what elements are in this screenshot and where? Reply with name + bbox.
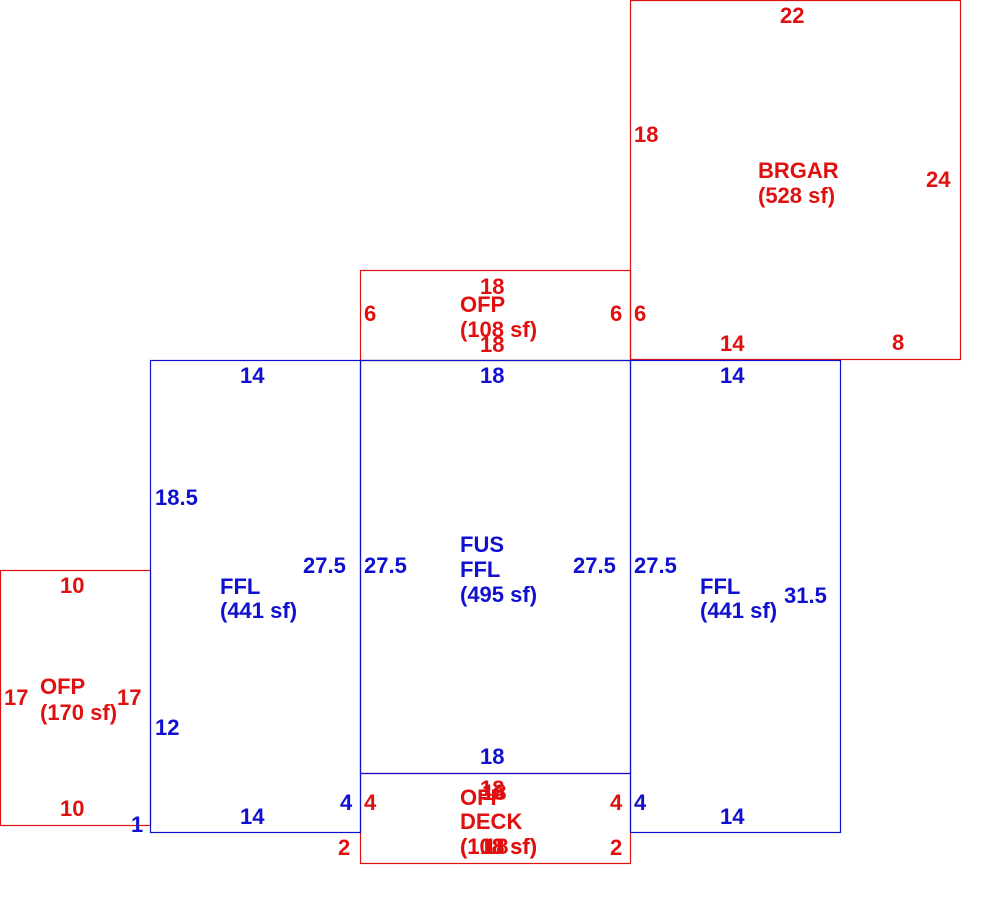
ffl-left-area: (441 sf) xyxy=(220,598,297,623)
ffl-right-dim-top: 14 xyxy=(720,363,745,388)
ffl-left-dim-right: 27.5 xyxy=(303,553,346,578)
ofp-deck-dim-top-1: 18 xyxy=(480,776,504,801)
ffl-left-dim-left-upper: 18.5 xyxy=(155,485,198,510)
fus-ffl-area: (495 sf) xyxy=(460,582,537,607)
ofp-top-dim-left: 6 xyxy=(364,301,376,326)
fus-ffl-dim-bottom: 18 xyxy=(480,744,504,769)
ofp-deck-dim-right-low: 2 xyxy=(610,835,622,860)
brgar-label: BRGAR xyxy=(758,158,839,183)
ofp-deck-dim-top-2: 18 xyxy=(482,780,506,805)
ffl-right-area: (441 sf) xyxy=(700,598,777,623)
ofp-left-dim-top: 10 xyxy=(60,573,84,598)
brgar-dim-bottom-right: 8 xyxy=(892,330,904,355)
ofp-left-area: (170 sf) xyxy=(40,700,117,725)
ffl-left-dim-bottom-corner: 1 xyxy=(131,812,143,837)
ofp-deck-dim-left-low: 2 xyxy=(338,835,350,860)
brgar-dim-right: 24 xyxy=(926,167,951,192)
brgar-dim-bottom-left: 14 xyxy=(720,331,745,356)
ofp-top-label: OFP xyxy=(460,292,505,317)
ffl-right-dim-bottom: 14 xyxy=(720,804,745,829)
ofp-deck-label-1: OFP xyxy=(460,785,505,810)
fus-ffl-dim-left: 27.5 xyxy=(364,553,407,578)
ffl-left-dim-bottom-right: 4 xyxy=(340,790,353,815)
ofp-top-area: (108 sf) xyxy=(460,317,537,342)
ofp-left-dim-left: 17 xyxy=(4,685,28,710)
fus-ffl-dim-right: 27.5 xyxy=(573,553,616,578)
brgar-dim-top: 22 xyxy=(780,3,804,28)
brgar-dim-left: 18 xyxy=(634,122,658,147)
ffl-right-dim-left: 27.5 xyxy=(634,553,677,578)
ffl-right-dim-right: 31.5 xyxy=(784,583,827,608)
ofp-deck-label-2: DECK xyxy=(460,809,522,834)
brgar-outline xyxy=(629,0,962,361)
ofp-deck-dim-bottom-1: 18 xyxy=(480,834,504,859)
ffl-left-dim-bottom: 14 xyxy=(240,804,265,829)
ffl-left-dim-top: 14 xyxy=(240,363,265,388)
fus-ffl-label-2: FFL xyxy=(460,557,500,582)
ofp-deck-area-1: (108 sf) xyxy=(460,834,537,859)
ofp-deck-dim-right: 4 xyxy=(610,790,623,815)
ofp-top-dim-top: 18 xyxy=(480,274,504,299)
ofp-deck-area-2: (108 sf) xyxy=(460,834,537,859)
ofp-top-dim-bottom: 18 xyxy=(480,332,504,357)
fus-ffl-label-1: FUS xyxy=(460,532,504,557)
ofp-deck-dim-left: 4 xyxy=(364,790,377,815)
ofp-top-dim-right: 6 xyxy=(610,301,622,326)
fus-ffl-dim-top: 18 xyxy=(480,363,504,388)
ffl-left-dim-left-lower: 12 xyxy=(155,715,179,740)
brgar-area: (528 sf) xyxy=(758,183,835,208)
ffl-left-label: FFL xyxy=(220,574,260,599)
ffl-right-outline xyxy=(629,359,842,834)
ofp-deck-dim-bottom-2: 18 xyxy=(484,834,508,859)
ofp-left-dim-right: 17 xyxy=(117,685,141,710)
ffl-right-label: FFL xyxy=(700,574,740,599)
ffl-right-dim-bottom-left: 4 xyxy=(634,790,647,815)
ofp-left-dim-bottom: 10 xyxy=(60,796,84,821)
ofp-left-label: OFP xyxy=(40,674,85,699)
brgar-dim-left-low: 6 xyxy=(634,301,646,326)
